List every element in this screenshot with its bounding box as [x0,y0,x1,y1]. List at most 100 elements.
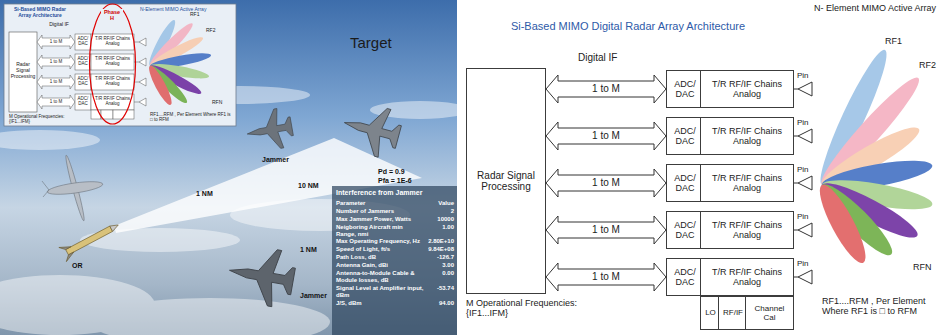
box-text: ADC/ DAC [667,220,703,241]
inset-diagram [37,95,75,109]
box-text: Channel Cal [746,304,793,322]
missile [59,242,71,252]
transceiver-box: T/R RF/IF Chains Analog [700,164,794,202]
target-jet [338,99,405,161]
inset-diagram [4,4,236,126]
cloud [0,130,100,150]
scene-label: Pd = 0.9 [378,168,405,176]
box-text: ADC/ DAC [667,79,703,100]
inset-label: T/R RF/IF Chains Analog [92,56,133,66]
missile [110,222,120,231]
box-text: LO [703,308,718,317]
inset-diagram [9,32,37,112]
inset-label: 1 to M [44,99,68,104]
inset-diagram [37,75,75,89]
inset-label: T/R RF/IF Chains Analog [92,96,133,106]
table-cell: -126.7 [424,254,454,261]
diagram-label: Pin [797,71,809,80]
rf-if-box: RF/IF [718,296,748,330]
beam-lobes [146,18,212,107]
inset-diagram [4,4,236,126]
table-cell: Number of Jammers [336,208,424,215]
phase-highlight [90,4,136,124]
inset-diagram [139,78,146,86]
diagram-title: Si-Based MIMO Digital Radar Array Archit… [466,20,790,33]
table-cell: Antenna-to-Module Cable & Module losses,… [336,270,424,284]
inset-diagram [139,38,146,46]
table-cell: J/S, dBm [336,300,424,307]
table-cell: Neigboring Aircraft min Range, nmi [336,224,424,238]
table-cell: 2.80E+10 [424,238,454,245]
diagram-label: Pin [797,118,809,127]
antenna-element [798,82,812,96]
diagram-background [457,0,940,335]
diagram-label: RF2 [918,60,937,70]
box-text: RF/IF [721,308,745,317]
transceiver-box: T/R RF/IF Chains Analog [700,211,794,249]
inset-label: RFN [212,100,222,106]
table-cell: -53.74 [424,285,454,292]
inset-label: 1 to M [44,59,68,64]
diagram-label: Pin [797,165,809,174]
drone [47,179,104,197]
inset-label: ADC/ DAC [75,36,91,46]
box-text: T/R RF/IF Chains Analog [701,79,793,100]
calibration-box: Channel Cal [745,296,794,330]
transceiver-box: T/R RF/IF Chains Analog [700,117,794,155]
table-ground [332,186,457,335]
inset-diagram [91,94,134,110]
inset-diagram [75,34,91,50]
inset-diagram [91,74,134,90]
scene-label: Jammer [262,156,289,164]
table-cell: Parameter [336,200,424,207]
inset-label: Radar Signal Processing [10,62,36,79]
inset-label: ADC/ DAC [75,56,91,66]
inset-diagram [75,54,91,70]
cloud [90,298,330,335]
antenna-element [798,176,812,190]
inset-label: Phase H [101,9,123,22]
bus-label: 1 to M [591,83,621,95]
bus-arrow [546,122,666,150]
inset-diagram [37,35,75,49]
transceiver-box: T/R RF/IF Chains Analog [700,258,794,296]
transceiver-box: T/R RF/IF Chains Analog [700,70,794,108]
table-cell: 0.00 [424,270,454,277]
inset-diagram [91,34,134,50]
inset-label: Si-Based MIMO Radar Array Architecture [8,7,72,19]
inset-diagram [139,98,146,106]
bus-arrow [546,75,666,103]
inset-diagram [91,54,134,70]
inset-diagram [75,94,91,110]
scene-label: 1 NM [300,246,317,254]
table-cell: Interference from Jammer [336,189,454,197]
inset-label: T/R RF/IF Chains Analog [92,36,133,46]
diagram-label: N- Element MIMO Active Array [814,3,936,13]
diagram-label: RFN [912,262,933,272]
scene-label: 1 NM [196,190,213,198]
box-text: ADC/ DAC [667,126,703,147]
table-cell: Antenna Gain, dBi [336,262,424,269]
inset-label: M Operational Frequencies: {IF1...IFM} [9,114,81,124]
missile [64,252,76,262]
table-cell: 2 [424,208,454,215]
table-cell: 9.84E+08 [424,246,454,253]
diagram-label: Pin [797,259,809,268]
diagram-label: M Operational Frequencies: {IF1...IFM} [466,298,586,319]
antenna-element [798,223,812,237]
beam-lobes [146,62,190,106]
table-cell: Signal Level at Amplifier input, dBm [336,285,424,299]
drone [42,181,49,197]
bus-label: 1 to M [591,130,621,142]
inset-label: 1 to M [44,79,68,84]
box-text: T/R RF/IF Chains Analog [701,173,793,194]
inset-label: ADC/ DAC [75,96,91,106]
box-text: T/R RF/IF Chains Analog [701,126,793,147]
jammer-jet [244,107,295,154]
drone [42,155,103,222]
inset-label: RF1....RFM , Per Element Where RF1 is □ … [150,112,232,122]
scene-label: 10 NM [298,182,319,190]
bus-label: 1 to M [591,271,621,283]
converter-box: ADC/ DAC [666,211,704,249]
